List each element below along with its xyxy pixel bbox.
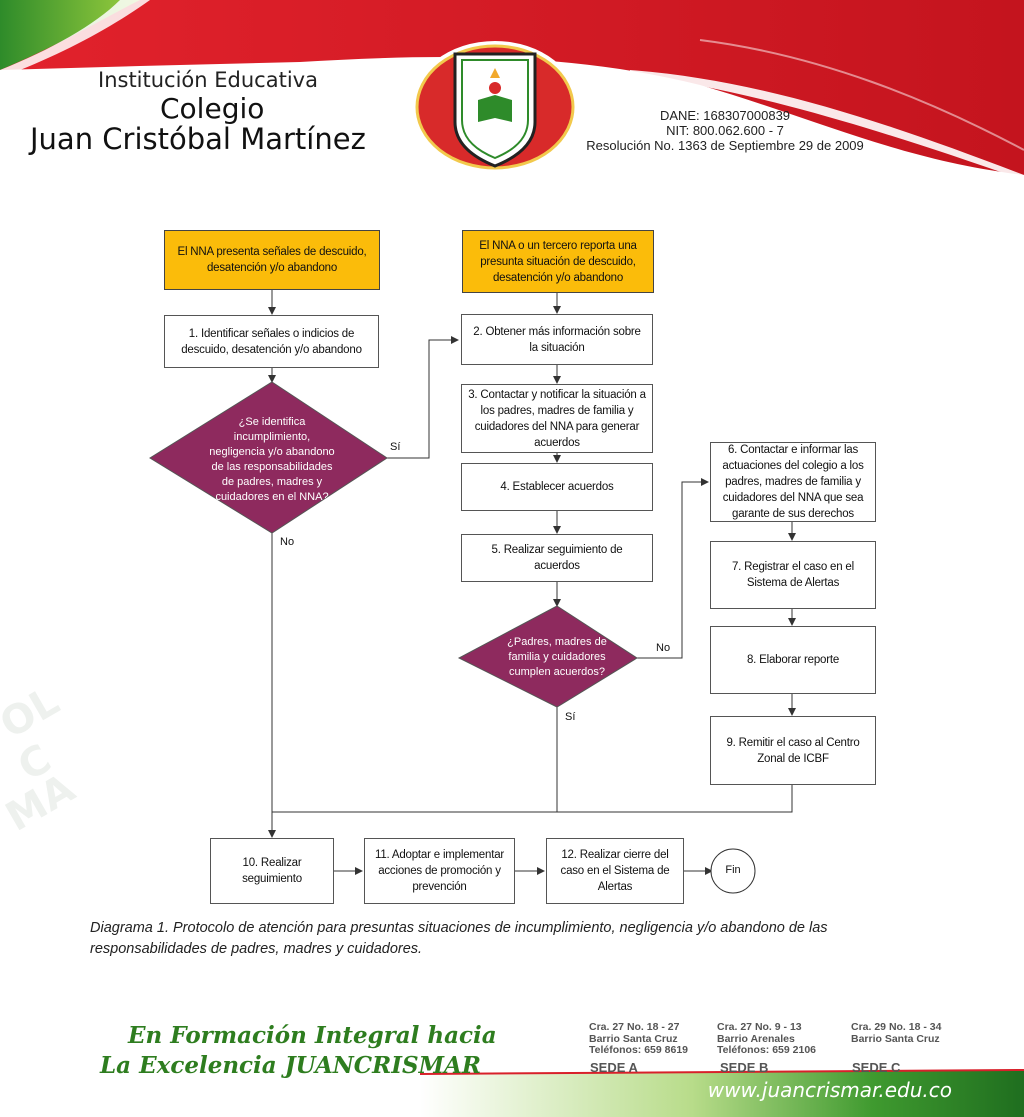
footer-banner [419, 1069, 1024, 1117]
institution-line2: Colegio [160, 92, 265, 125]
sede-c-address: Cra. 29 No. 18 - 34 Barrio Santa Cruz [851, 1021, 942, 1045]
decision1-diamond [149, 381, 388, 534]
start-node-a: El NNA presenta señales de descuido, des… [164, 230, 380, 290]
header-banner [0, 0, 1024, 180]
step-9: 9. Remitir el caso al Centro Zonal de IC… [710, 716, 876, 785]
sede-b-address: Cra. 27 No. 9 - 13 Barrio Arenales Teléf… [717, 1021, 817, 1057]
sede-c-line1: Cra. 29 No. 18 - 34 [851, 1021, 942, 1033]
step-12: 12. Realizar cierre del caso en el Siste… [546, 838, 684, 904]
step-4: 4. Establecer acuerdos [461, 463, 653, 511]
diagram-caption: Diagrama 1. Protocolo de atención para p… [90, 920, 828, 957]
sede-b-label: SEDE B [720, 1060, 769, 1075]
decision1-text: ¿Se identifica incumplimiento, negligenc… [209, 416, 335, 503]
slogan-line2: La Excelencia JUANCRISMAR [100, 1052, 482, 1079]
step-5: 5. Realizar seguimiento de acuerdos [461, 534, 653, 582]
end-label: Fin [725, 864, 741, 876]
step-8: 8. Elaborar reporte [710, 626, 876, 694]
start-node-b: El NNA o un tercero reporta una presunta… [462, 230, 654, 293]
institution-line1: Institución Educativa [98, 68, 318, 92]
sede-a-line2: Barrio Santa Cruz [589, 1032, 678, 1045]
dane-text: DANE: 168307000839 [659, 108, 791, 123]
sede-a-label: SEDE A [590, 1060, 638, 1075]
end-circle [710, 848, 756, 894]
step-6: 6. Contactar e informar las actuaciones … [710, 442, 876, 522]
decision2-diamond [457, 605, 638, 708]
step-3: 3. Contactar y notificar la situación a … [461, 384, 653, 453]
sede-b-line2: Barrio Arenales [717, 1032, 795, 1045]
decision2-text: ¿Padres, madres de familia y cuidadores … [507, 635, 607, 678]
sede-a-line1: Cra. 27 No. 18 - 27 [589, 1021, 680, 1033]
sede-c-label: SEDE C [852, 1060, 901, 1075]
step-1: 1. Identificar señales o indicios de des… [164, 315, 379, 368]
step-2: 2. Obtener más información sobre la situ… [461, 314, 653, 365]
step-7: 7. Registrar el caso en el Sistema de Al… [710, 541, 876, 609]
decision1-yes-label: Sí [390, 441, 401, 453]
sede-a-line3: Teléfonos: 659 8619 [589, 1044, 689, 1056]
institution-line3: Juan Cristóbal Martínez [30, 122, 366, 156]
sede-b-line3: Teléfonos: 659 2106 [717, 1044, 817, 1056]
sede-b-line1: Cra. 27 No. 9 - 13 [717, 1021, 802, 1033]
decision2-yes-label: Sí [565, 711, 576, 723]
flowchart-connectors [149, 290, 796, 894]
nit-text: NIT: 800.062.600 - 7 [666, 123, 784, 138]
sede-a-address: Cra. 27 No. 18 - 27 Barrio Santa Cruz Te… [589, 1021, 689, 1057]
step-11: 11. Adoptar e implementar acciones de pr… [364, 838, 515, 904]
slogan-line1: En Formación Integral hacia [128, 1022, 497, 1049]
school-crest-logo [411, 41, 579, 173]
website-link[interactable]: www.juancrismar.edu.co [707, 1078, 952, 1102]
resolucion-text: Resolución No. 1363 de Septiembre 29 de … [586, 138, 864, 153]
sede-c-line2: Barrio Santa Cruz [851, 1032, 940, 1045]
decision1-no-label: No [280, 536, 295, 548]
decision2-no-label: No [656, 642, 671, 654]
flowchart: El NNA presenta señales de descuido, des… [47, 200, 960, 970]
step-10: 10. Realizar seguimiento [210, 838, 334, 904]
